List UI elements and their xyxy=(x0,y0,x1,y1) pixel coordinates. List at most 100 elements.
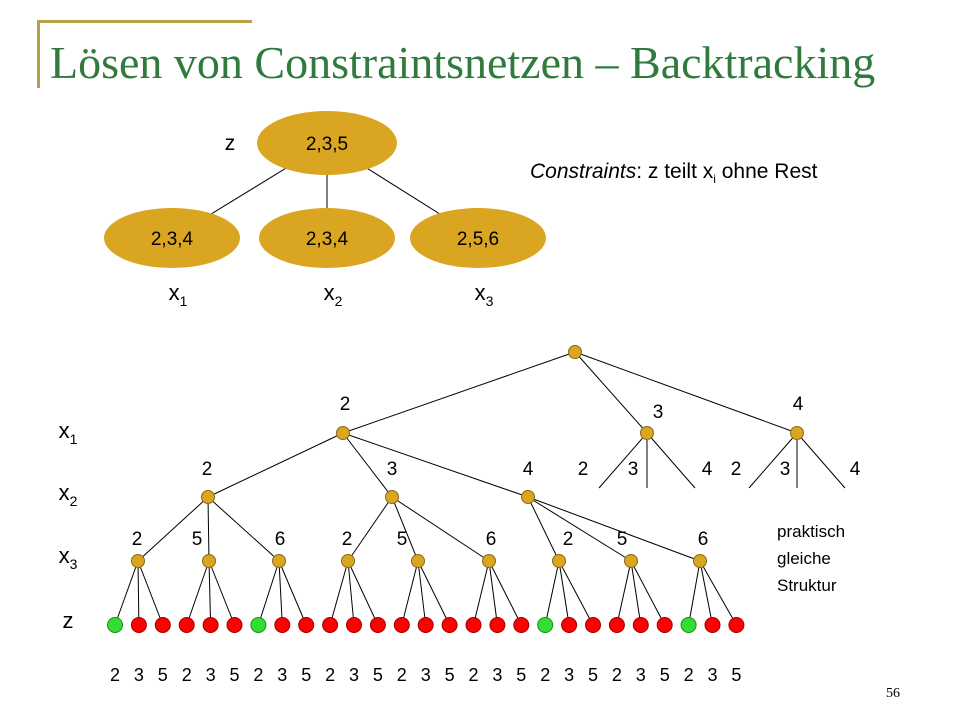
tree-edge xyxy=(630,560,666,626)
tree-node-x2-2 xyxy=(201,490,215,504)
leaf-node-conflict xyxy=(704,617,721,633)
constraint-label: Constraints xyxy=(530,160,637,183)
tree-value-x2-stub: 4 xyxy=(850,459,861,480)
tree-edge xyxy=(347,496,393,562)
tree-value-z: 5 xyxy=(158,665,168,685)
tree-value-z: 5 xyxy=(445,665,455,685)
tree-edge xyxy=(114,560,139,626)
tree-value-z: 2 xyxy=(540,665,550,685)
tree-edge xyxy=(329,560,349,626)
tree-edge xyxy=(257,560,280,626)
tree-edge xyxy=(574,351,648,434)
tree-edge xyxy=(699,560,713,626)
tree-edge xyxy=(401,560,419,626)
leaf-node-conflict xyxy=(202,617,219,633)
tree-value-x3: 5 xyxy=(397,529,408,550)
leaf-node-conflict xyxy=(298,617,315,633)
leaf-node-consistent xyxy=(680,617,697,633)
tree-edge xyxy=(630,560,642,626)
leaf-node-conflict xyxy=(274,617,291,633)
tree-edge xyxy=(207,432,344,498)
leaf-node-conflict xyxy=(226,617,243,633)
tree-edge xyxy=(278,560,283,626)
tree-value-z: 2 xyxy=(468,665,478,685)
tree-value-z: 2 xyxy=(253,665,263,685)
network-domain-x2: 2,3,4 xyxy=(306,229,349,250)
leaf-node-conflict xyxy=(393,617,410,633)
tree-value-z: 5 xyxy=(373,665,383,685)
tree-node-x3-6 xyxy=(272,554,286,568)
tree-value-z: 2 xyxy=(612,665,622,685)
tree-value-z: 3 xyxy=(564,665,574,685)
tree-value-z: 2 xyxy=(325,665,335,685)
tree-edge xyxy=(699,560,737,626)
tree-value-x3: 5 xyxy=(192,529,203,550)
tree-value-x2-stub: 2 xyxy=(731,459,742,480)
leaf-node-conflict xyxy=(369,617,386,633)
tree-edge xyxy=(417,560,427,626)
tree-edge xyxy=(186,560,210,626)
leaf-node-conflict xyxy=(322,617,339,633)
tree-value-z: 2 xyxy=(182,665,192,685)
tree-edge xyxy=(688,560,701,626)
tree-node-x2-3 xyxy=(385,490,399,504)
tree-value-x3: 6 xyxy=(698,529,709,550)
tree-value-z: 3 xyxy=(707,665,717,685)
tree-value-x3: 2 xyxy=(342,529,353,550)
tree-value-z: 5 xyxy=(588,665,598,685)
tree-edge xyxy=(208,560,212,626)
tree-edge xyxy=(391,496,490,562)
leaf-node-conflict xyxy=(489,617,506,633)
tree-edge xyxy=(417,560,451,626)
tree-edge xyxy=(137,560,140,626)
leaf-node-consistent xyxy=(250,617,267,633)
leaf-node-consistent xyxy=(107,617,123,633)
leaf-node-conflict xyxy=(130,617,147,633)
tree-value-x1: 3 xyxy=(653,402,664,423)
network-domain-x1: 2,3,4 xyxy=(151,229,194,250)
tree-value-x2-stub: 3 xyxy=(628,459,639,480)
tree-edge-stub xyxy=(598,432,648,489)
tree-value-z: 5 xyxy=(516,665,526,685)
tree-edge xyxy=(342,432,529,498)
leaf-node-conflict xyxy=(728,617,745,633)
network-node-z xyxy=(257,111,397,175)
level-label-x1: x1 xyxy=(59,418,78,447)
tree-edge xyxy=(342,432,393,498)
page-number: 56 xyxy=(886,686,900,701)
tree-value-x2: 4 xyxy=(523,459,534,480)
tree-node-x3-6 xyxy=(693,554,707,568)
leaf-node-conflict xyxy=(656,617,673,633)
tree-node-x3-5 xyxy=(624,554,638,568)
tree-edge-stub xyxy=(646,432,696,489)
tree-node-x1-4 xyxy=(790,426,804,440)
tree-value-z: 2 xyxy=(684,665,694,685)
tree-value-x3: 5 xyxy=(617,529,628,550)
tree-edge xyxy=(347,560,379,626)
network-label-z: z xyxy=(225,132,236,155)
level-label-x2: x2 xyxy=(59,480,78,509)
tree-value-x3: 6 xyxy=(275,529,286,550)
tree-value-z: 5 xyxy=(660,665,670,685)
leaf-node-consistent xyxy=(537,617,554,633)
tree-edge xyxy=(574,351,798,434)
tree-edge xyxy=(558,560,594,626)
tree-edge xyxy=(527,496,701,562)
title-accent-vertical xyxy=(37,20,40,88)
network-label-x2: x2 xyxy=(324,280,343,309)
leaf-node-conflict xyxy=(346,617,362,633)
tree-value-x2: 2 xyxy=(202,459,213,480)
tree-edge xyxy=(391,496,419,562)
tree-value-z: 3 xyxy=(492,665,502,685)
tree-value-z: 3 xyxy=(349,665,359,685)
level-label-z: z xyxy=(63,608,74,633)
tree-value-x3: 6 xyxy=(486,529,497,550)
tree-edge xyxy=(473,560,490,626)
network-node-x1 xyxy=(104,208,240,268)
leaf-node-conflict xyxy=(465,617,482,633)
note-line: praktisch xyxy=(777,522,845,541)
leaf-node-conflict xyxy=(632,617,649,633)
tree-edge xyxy=(527,496,560,562)
constraint-text: Constraints: z teilt xi ohne Rest xyxy=(530,160,818,186)
